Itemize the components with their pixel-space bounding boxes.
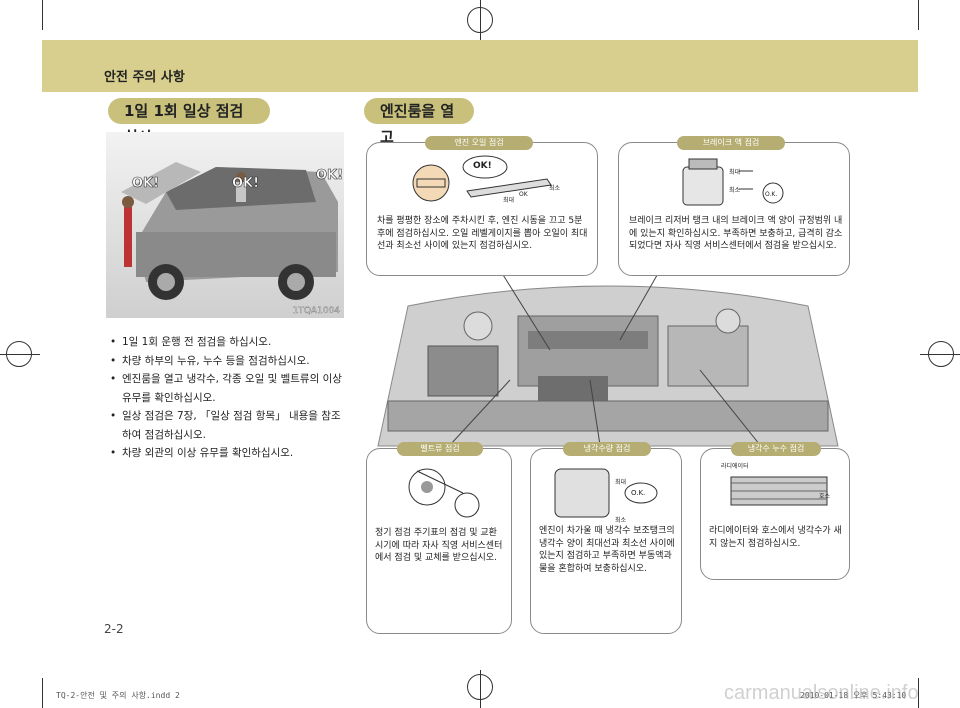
registration-mark [467,674,493,700]
watermark: carmanualsonline.info [724,682,919,704]
callout-lines [449,269,761,446]
section-title-engine-room: 엔진룸을 열고 [364,98,474,146]
belt-text: 정기 점검 주기표의 점검 및 교환시기에 따라 자사 직영 서비스센터에서 점… [375,528,503,563]
brake-fluid-text: 브레이크 리저버 탱크 내의 브레이크 액 양이 규정범위 내에 있는지 확인하… [629,216,843,251]
ok-label: OK! [132,176,160,192]
registration-mark [467,7,493,33]
section-title-daily-check: 1일 1회 일상 점검 실시 [108,98,270,146]
label-ok: OK [519,191,528,198]
engine-room-illustration [368,276,850,458]
list-item: 엔진룸을 열고 냉각수, 각종 오일 및 벨트류의 이상 유무를 확인하십시오. [108,370,348,407]
bullet-list: 1일 1회 운행 전 점검을 하십시오. 차량 하부의 누유, 누수 등을 점검… [108,333,348,463]
tab-coolant-level: 냉각수량 점검 [563,442,651,456]
card-belt: 벨트류 점검 정기 점검 주기표의 점검 및 교환시기에 따라 자사 직영 서비… [366,442,512,634]
crop-mark [42,0,43,30]
tab-brake-fluid: 브레이크 액 점검 [677,136,785,150]
crop-mark [918,0,919,30]
engine-oil-text: 차를 평평한 장소에 주차시킨 후, 엔진 시동을 끄고 5분 후에 점검하십시… [377,216,588,251]
tab-coolant-leak: 냉각수 누수 점검 [731,442,821,456]
header-title: 안전 주의 사항 [104,70,185,85]
speech-ok: OK! [473,161,492,171]
registration-mark [6,341,32,367]
ok-label: OK! [232,176,260,192]
label-max: 최대 [729,169,741,176]
crop-mark [918,678,919,708]
label-ok: O.K. [765,191,778,198]
photo-code: 1TQA1004 [292,306,340,316]
tab-belt: 벨트류 점검 [397,442,483,456]
list-item: 1일 1회 운행 전 점검을 하십시오. [108,333,348,352]
coolant-tank-illustration [554,468,658,518]
footer-file: TQ-2-안전 및 주의 사항.indd 2 [56,691,180,700]
radiator-illustration [730,476,828,506]
footer-timestamp: 2010-01-18 오후 5:43:10 [800,691,907,700]
tab-engine-oil: 엔진 오일 점검 [425,136,533,150]
card-coolant-leak: 냉각수 누수 점검 라디에이터 호스 라디에이터와 호스에서 냉각수가 새지 않… [700,442,850,580]
page-number: 2-2 [104,622,124,636]
label-hose: 호스 [819,493,831,500]
coolant-level-text: 엔진이 차가울 때 냉각수 보조탱크의 냉각수 양이 최대선과 최소선 사이에 … [539,526,675,574]
minivan-illustration [106,132,344,318]
crop-mark [42,678,43,708]
list-item: 차량 하부의 누유, 누수 등을 점검하십시오. [108,352,348,371]
card-brake-fluid: 브레이크 액 점검 최대 최소 O.K. 브레이크 리저버 탱크 내의 브레이크… [618,136,850,276]
brake-reservoir-illustration [682,158,784,206]
list-item: 일상 점검은 7장, 「일상 점검 항목」 내용을 참조하여 점검하십시오. [108,407,348,444]
car-photo: OK! OK! OK! 1TQA1004 [106,132,344,318]
label-min: 최소 [729,187,741,194]
label-min: 최소 [549,185,561,192]
ok-label: OK! [316,168,344,184]
label-max: 최대 [615,479,627,486]
belt-illustration [408,468,480,518]
dipstick-illustration [412,155,552,202]
label-radiator: 라디에이터 [721,463,749,470]
label-min: 최소 [615,517,627,524]
header-bar [42,40,918,92]
coolant-leak-text: 라디에이터와 호스에서 냉각수가 새지 않는지 점검하십시오. [709,526,842,549]
registration-mark [928,341,954,367]
list-item: 차량 외관의 이상 유무를 확인하십시오. [108,444,348,463]
label-ok: O.K. [631,489,646,497]
card-coolant-level: 냉각수량 점검 최대 최소 O.K. 엔진이 차가울 때 냉각수 보조탱크의 냉… [530,442,682,634]
label-max: 최대 [503,197,515,204]
card-engine-oil: 엔진 오일 점검 OK! 최대 OK 최소 차를 평평한 장소에 주차시킨 후,… [366,136,598,276]
